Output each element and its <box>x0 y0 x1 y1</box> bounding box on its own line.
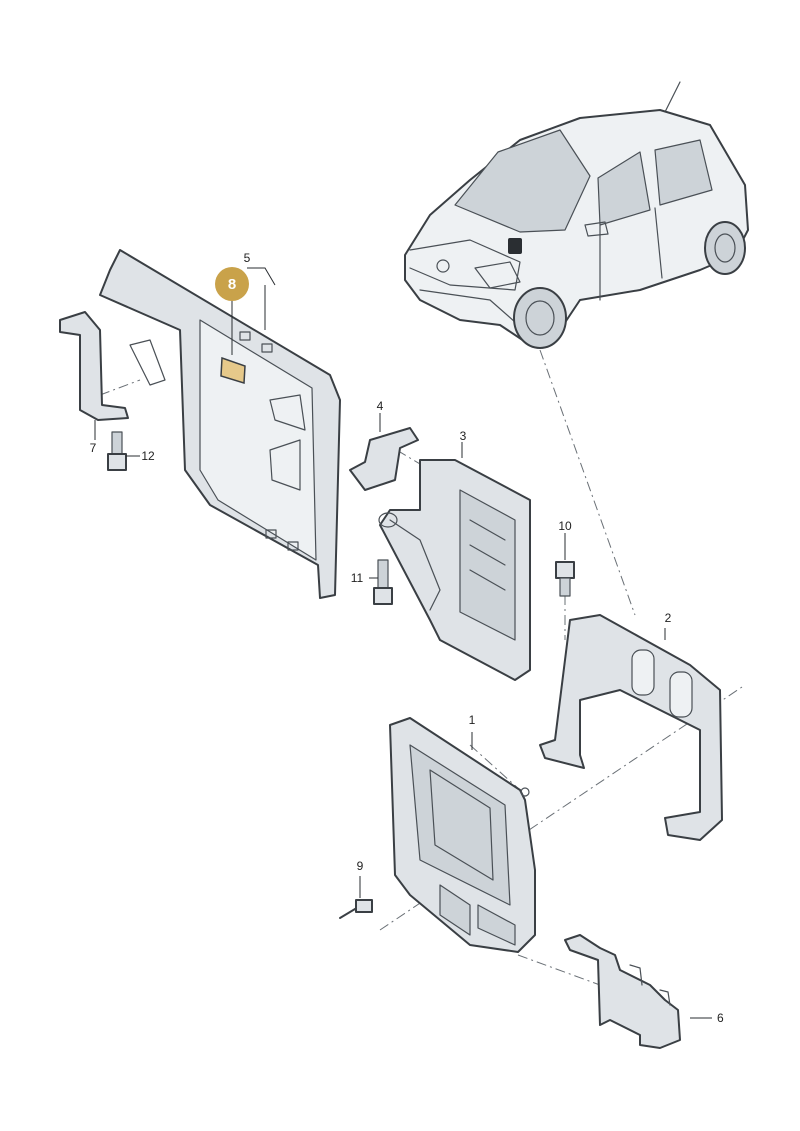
callout-3: 3 <box>460 429 467 443</box>
callout-6: 6 <box>717 1011 724 1025</box>
part-11-bolt <box>373 559 393 605</box>
callout-11: 11 <box>351 571 364 585</box>
part-1-control-unit <box>389 717 536 953</box>
part-6-holder <box>564 934 681 1049</box>
part-2-mounting-bracket <box>539 614 723 841</box>
callout-4: 4 <box>377 399 384 413</box>
part-5-frame-bracket <box>99 249 341 599</box>
part-10-bolt <box>555 561 575 597</box>
callout-10: 10 <box>558 519 572 533</box>
part-8-adhesive-pad <box>220 356 246 384</box>
part-9-screw <box>339 899 373 919</box>
part-3-housing <box>378 459 531 681</box>
callout-2: 2 <box>665 611 672 625</box>
callout-8: 8 <box>228 276 236 293</box>
callout-5: 5 <box>244 251 251 265</box>
part-4-clip-holder <box>349 427 419 491</box>
callout-12: 12 <box>141 449 155 463</box>
callout-9: 9 <box>357 859 364 873</box>
module-location-marker <box>508 238 522 254</box>
part-7-bracket <box>59 311 129 421</box>
part-12-bolt <box>107 431 127 471</box>
callout-7: 7 <box>90 441 97 455</box>
highlight-badge-8[interactable]: 8 <box>215 267 249 301</box>
vehicle-illustration <box>404 81 749 349</box>
callout-1: 1 <box>469 713 476 727</box>
